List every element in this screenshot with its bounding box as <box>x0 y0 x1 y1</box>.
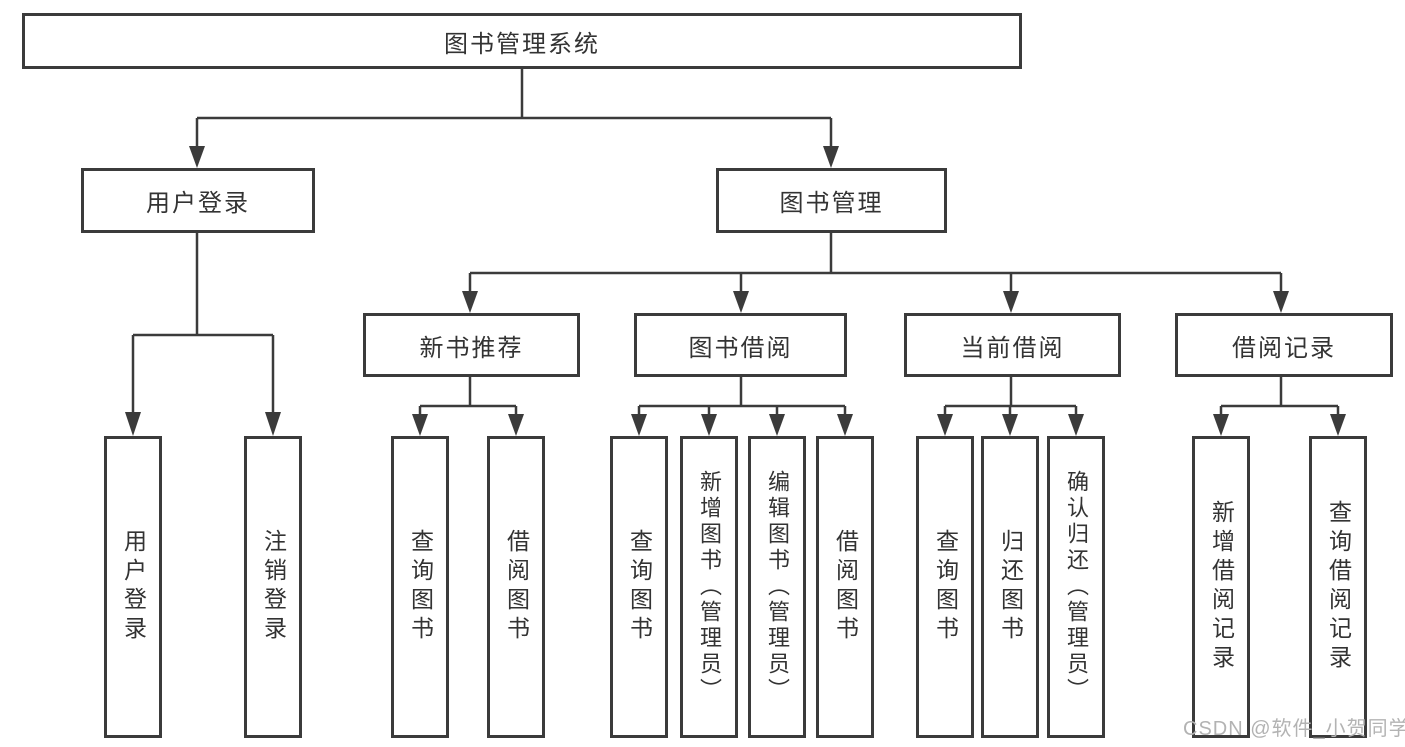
connector-new-book-children <box>412 377 524 436</box>
connector-user-login-children <box>125 233 281 436</box>
node-book-management: 图书管理 <box>716 168 947 233</box>
node-user-login: 用户登录 <box>81 168 315 233</box>
leaf-add-books-admin: 新增图书（管理员） <box>680 436 738 738</box>
leaf-return-books: 归还图书 <box>981 436 1039 738</box>
node-current-borrow: 当前借阅 <box>904 313 1121 377</box>
connector-root-to-level1 <box>189 69 839 168</box>
leaf-add-borrow-record: 新增借阅记录 <box>1192 436 1250 738</box>
node-new-book-recommend: 新书推荐 <box>363 313 580 377</box>
leaf-query-borrow-record: 查询借阅记录 <box>1309 436 1367 738</box>
node-borrow-records: 借阅记录 <box>1175 313 1393 377</box>
node-book-borrow: 图书借阅 <box>634 313 847 377</box>
leaf-user-login: 用户登录 <box>104 436 162 738</box>
connector-book-mgmt-children <box>462 233 1289 313</box>
connector-borrow-records-children <box>1213 377 1346 436</box>
leaf-query-books-recommend: 查询图书 <box>391 436 449 738</box>
leaf-logout: 注销登录 <box>244 436 302 738</box>
connector-current-borrow-children <box>937 377 1084 436</box>
leaf-query-books-borrow: 查询图书 <box>610 436 668 738</box>
connector-book-borrow-children <box>631 377 853 436</box>
leaf-confirm-return-admin: 确认归还（管理员） <box>1047 436 1105 738</box>
leaf-edit-books-admin: 编辑图书（管理员） <box>748 436 806 738</box>
leaf-borrow-books-recommend: 借阅图书 <box>487 436 545 738</box>
leaf-borrow-books: 借阅图书 <box>816 436 874 738</box>
watermark: CSDN @软件_小贺同学 <box>1183 718 1405 740</box>
node-root-system: 图书管理系统 <box>22 13 1022 69</box>
leaf-query-books-current: 查询图书 <box>916 436 974 738</box>
